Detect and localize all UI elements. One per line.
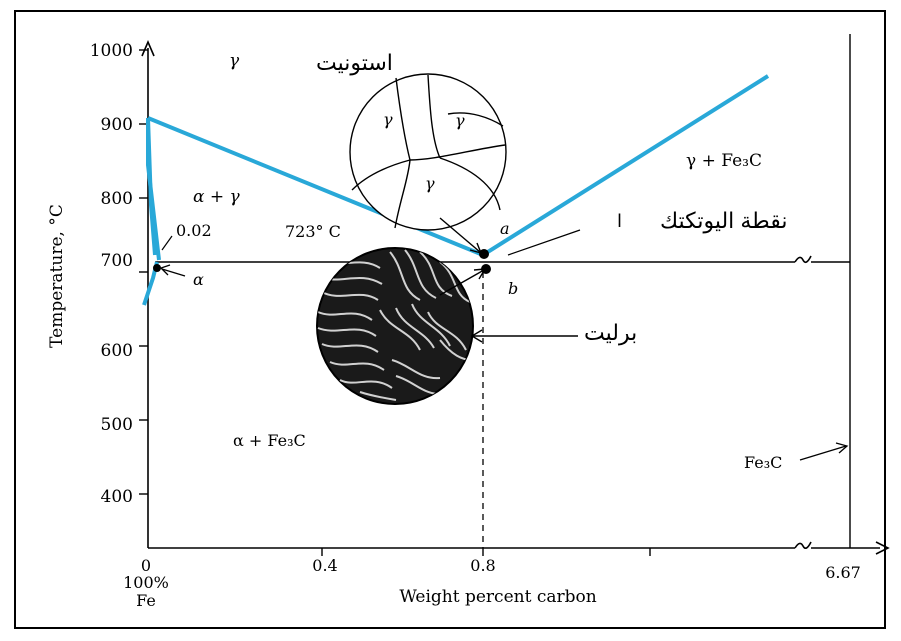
- pearlite-microstructure: [316, 247, 474, 405]
- point-a-label: a: [500, 219, 510, 238]
- x-tick-label: 0.8: [470, 556, 495, 575]
- region-gamma: γ: [229, 51, 240, 71]
- ferrite-point: [153, 264, 161, 272]
- x-origin-percent: 100%: [123, 573, 169, 592]
- y-tick-label: 500: [101, 415, 133, 435]
- y-tick-label: 900: [101, 115, 133, 135]
- grain-label: γ: [383, 110, 393, 129]
- label-002-leader: [161, 235, 173, 251]
- x-tick-label: 6.67: [825, 563, 861, 582]
- temperature-723-label: 723° C: [285, 222, 341, 241]
- x-axis-label: Weight percent carbon: [399, 587, 596, 607]
- eutectoid-mark: ا: [617, 211, 622, 231]
- austenite-microstructure: [349, 73, 507, 231]
- eutectoid-pointer: [507, 229, 581, 256]
- arabic-pearlite-label: برليت: [584, 320, 637, 345]
- alpha-arrow: [159, 264, 186, 277]
- eutectoid-line: [155, 251, 850, 273]
- y-tick-label: 700: [101, 251, 133, 271]
- x-ticks: [321, 548, 651, 556]
- y-ticks: [139, 49, 148, 495]
- x-origin-fe: Fe: [136, 591, 156, 610]
- composition-002-label: 0.02: [176, 221, 212, 240]
- point-b-label: b: [508, 279, 518, 298]
- x-tick-label: 0: [141, 556, 151, 575]
- x-axis: [148, 541, 890, 555]
- region-gamma-fe3c: γ + Fe₃C: [686, 151, 762, 171]
- arabic-eutectoid-label: نقطة اليوتكتك: [660, 208, 787, 233]
- y-axis-label: Temperature, °C: [47, 204, 67, 348]
- x-tick-label: 0.4: [312, 556, 337, 575]
- fe3c-label: Fe₃C: [744, 453, 782, 472]
- y-tick-label: 800: [101, 189, 133, 209]
- grain-label: γ: [425, 174, 435, 193]
- point-alpha-label: α: [193, 270, 204, 289]
- grain-label: γ: [455, 111, 465, 130]
- arabic-austenite-label: استونيت: [316, 50, 393, 75]
- region-alpha-fe3c: α + Fe₃C: [233, 431, 306, 450]
- y-tick-label: 1000: [90, 41, 133, 61]
- y-tick-label: 600: [101, 341, 133, 361]
- eutectoid-point-a: [479, 249, 489, 259]
- pearlite-arrow: [439, 268, 578, 343]
- fe3c-arrow: [799, 442, 849, 461]
- austenite-arrow: [439, 217, 483, 255]
- y-tick-label: 400: [101, 487, 133, 507]
- region-alpha-gamma: α + γ: [193, 187, 241, 207]
